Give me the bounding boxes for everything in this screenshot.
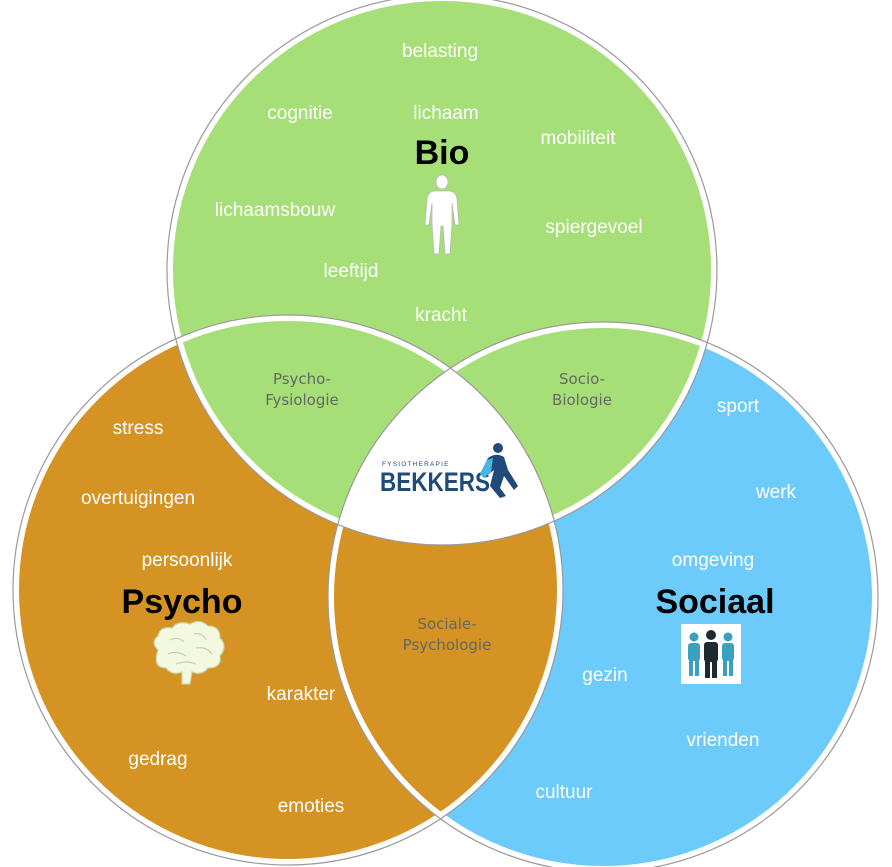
bio-word: lichaamsbouw <box>215 200 336 221</box>
overlap-label: Fysiologie <box>265 391 339 409</box>
overlap-bio-sociaal-label: Socio- Biologie <box>552 370 612 409</box>
bio-word: belasting <box>402 41 478 62</box>
psycho-word: overtuigingen <box>81 488 195 509</box>
bio-title: Bio <box>415 134 470 172</box>
bio-outline <box>167 0 717 545</box>
psycho-word: karakter <box>267 684 336 705</box>
bio-word: cognitie <box>267 103 333 124</box>
overlap-psycho-sociaal-label: Sociale- Psychologie <box>403 615 492 654</box>
brain-icon <box>153 620 225 685</box>
bio-words: belasting lichaam cognitie mobiliteit li… <box>215 41 643 326</box>
psycho-word: gedrag <box>128 749 187 770</box>
bio-circle <box>170 0 714 542</box>
sociaal-word: gezin <box>582 665 627 686</box>
psycho-word: stress <box>113 418 164 439</box>
overlap-label: Socio- <box>559 370 605 388</box>
sociaal-outline <box>328 322 878 867</box>
bio-word: spiergevoel <box>545 217 642 238</box>
sociaal-word: werk <box>755 482 797 503</box>
psycho-words: stress overtuigingen persoonlijk karakte… <box>81 418 344 817</box>
sociaal-word: cultuur <box>535 782 593 803</box>
sociaal-word: vrienden <box>687 730 760 751</box>
sociaal-word: omgeving <box>672 550 754 571</box>
human-body-icon <box>424 174 460 255</box>
overlap-label: Sociale- <box>417 615 476 633</box>
center-overlap <box>331 325 560 542</box>
logo-small-text: FYSIOTHERAPIE <box>382 461 450 468</box>
runner-icon-accent <box>480 458 493 478</box>
psycho-title: Psycho <box>122 583 243 621</box>
overlap-label: Biologie <box>552 391 612 409</box>
bio-word: mobiliteit <box>541 128 617 149</box>
psycho-word: emoties <box>278 796 345 817</box>
logo-big-text: BEKKERS <box>380 467 490 497</box>
logo: FYSIOTHERAPIE BEKKERS <box>380 443 518 498</box>
psycho-word: persoonlijk <box>142 550 233 571</box>
bio-word: leeftijd <box>324 261 379 282</box>
sociaal-words: sport werk omgeving gezin vrienden cultu… <box>535 396 796 803</box>
overlap-label: Psychologie <box>403 636 492 654</box>
bio-word: kracht <box>415 305 467 326</box>
psycho-outline <box>13 315 563 865</box>
overlap-bio-psycho-label: Psycho- Fysiologie <box>265 370 339 409</box>
overlap-label: Psycho- <box>273 370 331 388</box>
sociaal-title: Sociaal <box>655 583 774 621</box>
bio-word: lichaam <box>413 103 478 124</box>
people-group-icon <box>681 624 741 684</box>
sociaal-word: sport <box>717 396 760 417</box>
